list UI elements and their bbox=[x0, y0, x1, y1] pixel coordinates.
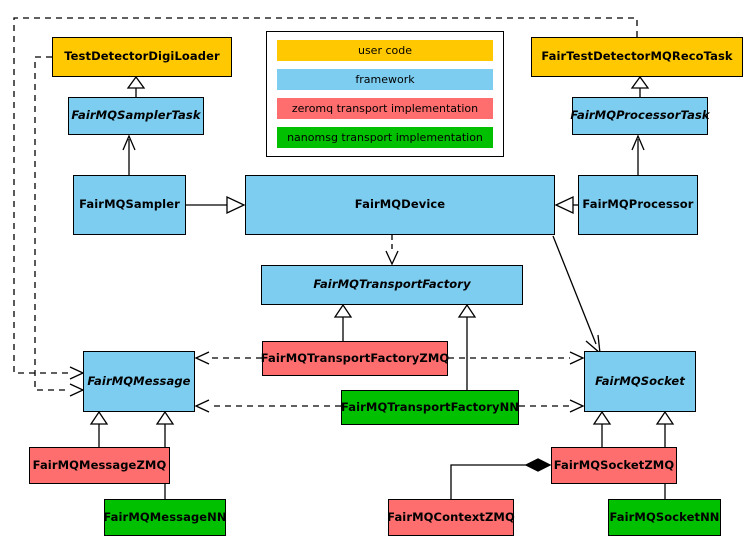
edge-socketzmq-to-socket bbox=[592, 410, 612, 447]
edge-processor-to-processortask bbox=[631, 134, 645, 175]
edge-samplertask-to-digiloader bbox=[126, 75, 146, 97]
legend-item-framework: framework bbox=[277, 69, 493, 90]
class-node-testdetectordigiloader[interactable]: TestDetectorDigiLoader bbox=[52, 37, 232, 77]
edge-tfzmq-to-transportfactory bbox=[333, 303, 353, 341]
edge-sampler-to-device bbox=[186, 195, 246, 215]
class-node-fairmqdevice[interactable]: FairMQDevice bbox=[245, 175, 555, 235]
edge-device-to-transportfactory bbox=[385, 235, 399, 266]
edge-tfnn-to-socket bbox=[519, 399, 585, 413]
class-node-fairmqmessage[interactable]: FairMQMessage bbox=[83, 351, 195, 412]
class-node-fairmqmessagenn[interactable]: FairMQMessageNN bbox=[103, 499, 227, 536]
class-node-fairmqtransportfactoryzmq[interactable]: FairMQTransportFactoryZMQ bbox=[261, 341, 449, 376]
class-node-fairmqtransportfactorynn[interactable]: FairMQTransportFactoryNN bbox=[341, 390, 519, 425]
class-node-fairmqmessagezmq[interactable]: FairMQMessageZMQ bbox=[29, 447, 170, 484]
edge-device-to-socket bbox=[552, 235, 601, 355]
class-node-fairmqcontextzmq[interactable]: FairMQContextZMQ bbox=[387, 499, 515, 536]
legend-item-nanomsg: nanomsg transport implementation bbox=[277, 127, 493, 148]
class-node-fairmqsamplertask[interactable]: FairMQSamplerTask bbox=[68, 97, 204, 135]
edge-tfzmq-to-message bbox=[194, 351, 262, 365]
edge-sampler-to-samplertask bbox=[122, 134, 136, 175]
class-node-fairmqsampler[interactable]: FairMQSampler bbox=[73, 175, 186, 235]
edge-tfzmq-to-socket bbox=[448, 351, 585, 365]
legend-item-user-code: user code bbox=[277, 40, 493, 61]
edge-contextzmq-to-socketzmq bbox=[450, 458, 552, 499]
class-node-fairmqsocketnn[interactable]: FairMQSocketNN bbox=[608, 499, 721, 536]
edge-processor-to-device bbox=[554, 195, 578, 215]
class-node-fairmqprocessortask[interactable]: FairMQProcessorTask bbox=[570, 97, 710, 135]
legend: user code framework zeromq transport imp… bbox=[266, 31, 504, 157]
class-node-fairmqsocketzmq[interactable]: FairMQSocketZMQ bbox=[551, 447, 677, 484]
class-node-fairtestdetectormqrecotask[interactable]: FairTestDetectorMQRecoTask bbox=[531, 37, 743, 77]
edge-tfnn-to-message bbox=[194, 399, 341, 413]
legend-item-zeromq: zeromq transport implementation bbox=[277, 98, 493, 119]
edge-messagezmq-to-message bbox=[89, 410, 109, 447]
edge-tfnn-to-transportfactory bbox=[457, 303, 477, 390]
class-node-fairmqsocket[interactable]: FairMQSocket bbox=[584, 351, 696, 412]
class-node-fairmqprocessor[interactable]: FairMQProcessor bbox=[578, 175, 698, 235]
edge-processortask-to-recotask bbox=[630, 75, 650, 97]
class-node-fairmqtransportfactory[interactable]: FairMQTransportFactory bbox=[261, 265, 523, 305]
